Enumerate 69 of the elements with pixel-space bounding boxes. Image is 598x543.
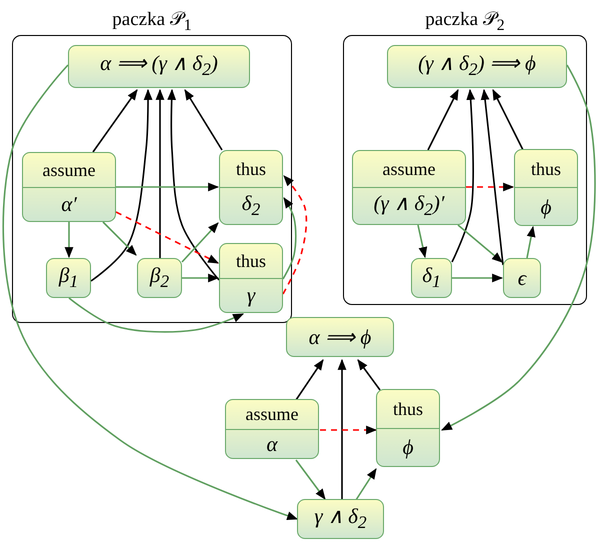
formula-text: γ <box>246 283 256 308</box>
formula-text: ϕ <box>402 435 414 460</box>
arrow <box>526 226 536 258</box>
formula-text: β$_{1}$ <box>58 262 78 294</box>
formula-text: α <box>266 432 278 456</box>
formula-box <box>503 258 541 298</box>
formula-box <box>387 45 567 88</box>
step-keyword: thus <box>236 250 266 273</box>
step-keyword: thus <box>236 158 266 181</box>
proof-step-box <box>352 150 466 225</box>
proof-step-box <box>219 243 283 313</box>
formula-box <box>46 258 91 298</box>
arrow <box>156 88 164 258</box>
arrow <box>492 89 524 150</box>
arrow <box>338 358 346 500</box>
arrow <box>357 359 381 390</box>
arrow <box>68 297 244 333</box>
package-title: paczka 𝒫$_{1}$ <box>112 9 192 36</box>
formula-box <box>411 258 452 298</box>
arrow <box>184 89 223 150</box>
dashed-arrow <box>116 211 219 264</box>
formula-text: δ$_{2}$ <box>242 190 260 222</box>
formula-text: (γ ∧ δ$_{2}$)′ <box>374 190 444 222</box>
arrow <box>427 89 459 150</box>
formula-text: γ ∧ δ$_{2}$ <box>314 504 367 534</box>
step-keyword: assume <box>42 158 96 182</box>
step-keyword: assume <box>382 158 436 181</box>
formula-text: α ⟹ ϕ <box>308 325 372 349</box>
step-keyword: thus <box>530 158 561 180</box>
formula-box <box>286 317 394 357</box>
arrow <box>480 88 504 266</box>
arrow <box>167 88 220 281</box>
arrow <box>355 468 377 500</box>
arrow <box>295 359 324 400</box>
formula-text: α ⟹ (γ ∧ δ$_{2}$) <box>100 51 218 82</box>
arrow <box>102 221 137 256</box>
proof-step-box <box>514 149 578 226</box>
arrow <box>181 222 219 263</box>
formula-box <box>68 45 250 88</box>
dashed-arrow <box>282 175 308 294</box>
formula-text: ϵ <box>518 266 526 290</box>
arrow <box>2 64 298 520</box>
step-keyword: thus <box>392 398 423 421</box>
dashed-arrow <box>466 182 514 192</box>
arrow <box>417 224 428 258</box>
arrow <box>92 89 138 152</box>
step-keyword: assume <box>246 403 298 426</box>
formula-text: ϕ <box>540 194 552 218</box>
arrow <box>451 88 476 262</box>
package-title: paczka 𝒫$_{2}$ <box>425 9 505 36</box>
arrow <box>282 197 297 280</box>
proof-step-box <box>22 152 116 222</box>
arrow <box>64 222 74 258</box>
formula-box <box>137 258 182 298</box>
arrow <box>452 274 504 282</box>
arrow <box>457 224 503 263</box>
formula-box <box>297 499 384 539</box>
arrow <box>295 460 326 500</box>
dashed-arrow <box>320 426 378 434</box>
proof-step-box <box>225 399 319 459</box>
formula-text: δ$_{1}$ <box>422 262 441 294</box>
arrow <box>116 182 220 192</box>
formula-text: α′ <box>61 192 77 216</box>
proof-step-box <box>376 389 440 467</box>
arrow <box>182 274 220 282</box>
arrow <box>90 88 152 282</box>
formula-text: (γ ∧ δ$_{2}$) ⟹ ϕ <box>418 51 536 82</box>
formula-text: β$_{2}$ <box>150 262 170 294</box>
proof-step-box <box>219 150 283 225</box>
